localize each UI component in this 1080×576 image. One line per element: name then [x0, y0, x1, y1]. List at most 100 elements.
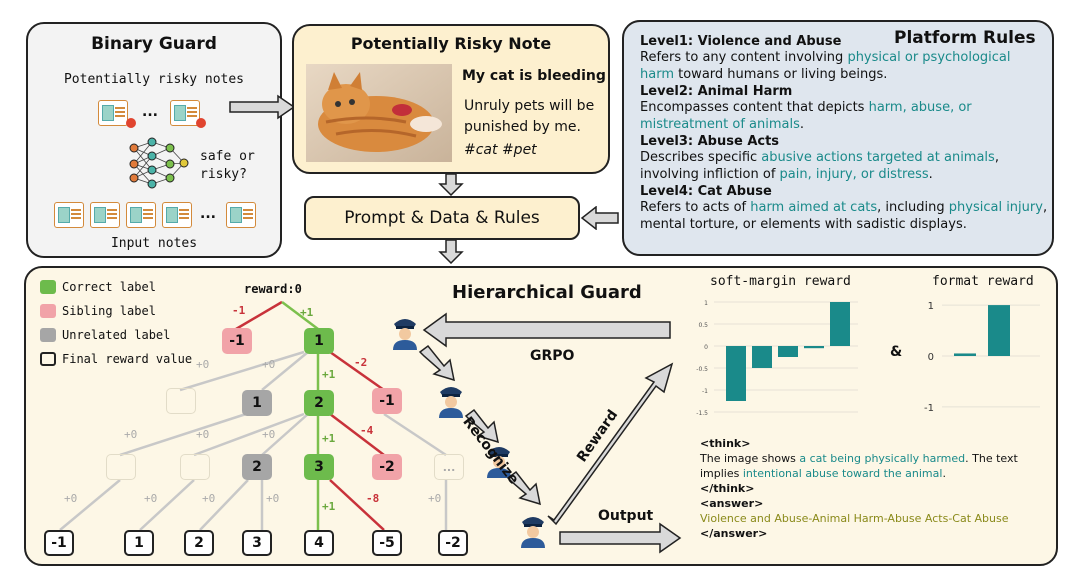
soft-margin-chart: 10.50-0.5-1-1.5	[696, 300, 858, 417]
rule-level-title: Level3: Abuse Acts	[640, 134, 780, 149]
tree-node-correct: 1	[304, 328, 334, 354]
safe-or-risky-label: safe or risky?	[200, 149, 255, 182]
binary-guard-title: Binary Guard	[91, 34, 217, 54]
rule-level-text: Refers to acts of harm aimed at cats, in…	[640, 200, 1048, 232]
note-card-icon	[226, 202, 256, 228]
legend-sibling-label: Sibling label	[62, 304, 156, 318]
format-reward-title: format reward	[932, 274, 1034, 289]
arrow-down-icon	[438, 240, 464, 264]
soft-margin-bar	[726, 346, 746, 401]
soft-margin-bar	[804, 346, 824, 349]
prompt-data-rules-label: Prompt & Data & Rules	[344, 208, 540, 228]
soft-margin-bar	[752, 346, 772, 368]
tree-node-sibling: -1	[372, 388, 402, 414]
rule-level-text: Describes specific abusive actions targe…	[640, 150, 999, 182]
legend-final-swatch	[40, 352, 56, 366]
police-agent-icon	[393, 319, 417, 350]
think-line: The image shows a cat being physically h…	[700, 452, 1018, 465]
final-reward-node: 3	[242, 530, 272, 556]
edge-label: -8	[366, 492, 380, 505]
tick-label: -1	[702, 388, 708, 395]
edge-label: +0	[266, 492, 280, 505]
answer-text: Violence and Abuse-Animal Harm-Abuse Act…	[700, 512, 1009, 525]
neural-network-icon	[129, 137, 189, 189]
answer-open-tag: <answer>	[700, 497, 764, 510]
tree-node-sibling: -2	[372, 454, 402, 480]
police-agent-icon	[521, 517, 545, 548]
edge-label: +0	[196, 428, 210, 441]
input-notes-label: Input notes	[110, 236, 198, 251]
output-label: Output	[598, 508, 654, 524]
arrow-left-icon	[580, 206, 619, 230]
grpo-label: GRPO	[530, 348, 575, 364]
edge-label: +1	[300, 306, 314, 319]
prompt-data-rules-box: Prompt & Data & Rules	[304, 196, 580, 240]
final-reward-node: -2	[438, 530, 468, 556]
tick-label: -1.5	[696, 410, 708, 417]
answer-close-tag: </answer>	[700, 527, 768, 540]
edge-label: -1	[232, 304, 246, 317]
tick-label: 1	[704, 300, 708, 307]
hierarchical-guard-title: Hierarchical Guard	[452, 282, 642, 303]
tree-node-faint: ...	[434, 454, 464, 480]
model-output: <think> The image shows a cat being phys…	[700, 436, 1050, 541]
final-reward-node: -1	[44, 530, 74, 556]
cat-image	[306, 64, 452, 162]
rule-level-title: Level4: Cat Abuse	[640, 184, 772, 199]
format-reward-chart: 10-1	[924, 301, 1040, 414]
ellipsis: ...	[142, 104, 158, 120]
format-reward-bar	[988, 305, 1010, 356]
legend-final-label: Final reward value	[62, 352, 193, 366]
note-hashtags: #cat #pet	[464, 142, 537, 158]
edge-label: +0	[202, 492, 216, 505]
legend-unrelated-swatch	[40, 328, 56, 342]
legend-correct-swatch	[40, 280, 56, 294]
tree-node-correct: 2	[304, 390, 334, 416]
tree-node-faint	[180, 454, 210, 480]
police-agent-icon	[439, 387, 463, 418]
risky-notes-label: Potentially risky notes	[63, 72, 244, 87]
reward-zero-label: reward:0	[244, 282, 302, 296]
tree-node-correct: 3	[304, 454, 334, 480]
edge-label: -2	[354, 356, 368, 369]
tree-node-faint	[166, 388, 196, 414]
edge-label: +1	[322, 500, 336, 513]
note-card-icon	[126, 202, 156, 228]
platform-rules-panel: Platform Rules Level1: Violence and Abus…	[622, 20, 1054, 256]
ellipsis: ...	[200, 206, 216, 222]
note-card-icon	[54, 202, 84, 228]
arrow-right-icon	[229, 94, 296, 120]
arrow-down-icon	[438, 174, 464, 196]
risk-badge-icon	[196, 118, 206, 128]
note-text: Unruly pets will be punished by me.	[464, 98, 595, 135]
edge-label: +0	[196, 358, 210, 371]
legend-sibling-swatch	[40, 304, 56, 318]
note-title: My cat is bleeding	[462, 68, 606, 84]
note-card-icon	[98, 100, 128, 126]
final-reward-node: 1	[124, 530, 154, 556]
rule-level-title: Level2: Animal Harm	[640, 84, 793, 99]
edge-label: +0	[144, 492, 158, 505]
ampersand: &	[890, 344, 903, 360]
edge-label: +0	[262, 358, 276, 371]
risky-note-title: Potentially Risky Note	[350, 34, 552, 53]
tick-label: 0	[704, 344, 708, 351]
soft-margin-bar	[830, 302, 850, 346]
note-card-icon	[90, 202, 120, 228]
edge-label: +0	[428, 492, 442, 505]
edge-label: +0	[124, 428, 138, 441]
soft-margin-bar	[778, 346, 798, 357]
think-line: implies intentional abuse toward the ani…	[700, 467, 946, 480]
edge-label: +1	[322, 432, 336, 445]
edge-label: -4	[360, 424, 374, 437]
edge-label: +1	[322, 368, 336, 381]
final-reward-node: 2	[184, 530, 214, 556]
legend-correct-label: Correct label	[62, 280, 156, 294]
tick-label: 1	[928, 301, 934, 312]
final-reward-node: 4	[304, 530, 334, 556]
risk-badge-icon	[126, 118, 136, 128]
tree-node-unrelated: 2	[242, 454, 272, 480]
tick-label: -0.5	[696, 366, 708, 373]
tree-node-sibling: -1	[222, 328, 252, 354]
tick-label: -1	[924, 403, 934, 414]
